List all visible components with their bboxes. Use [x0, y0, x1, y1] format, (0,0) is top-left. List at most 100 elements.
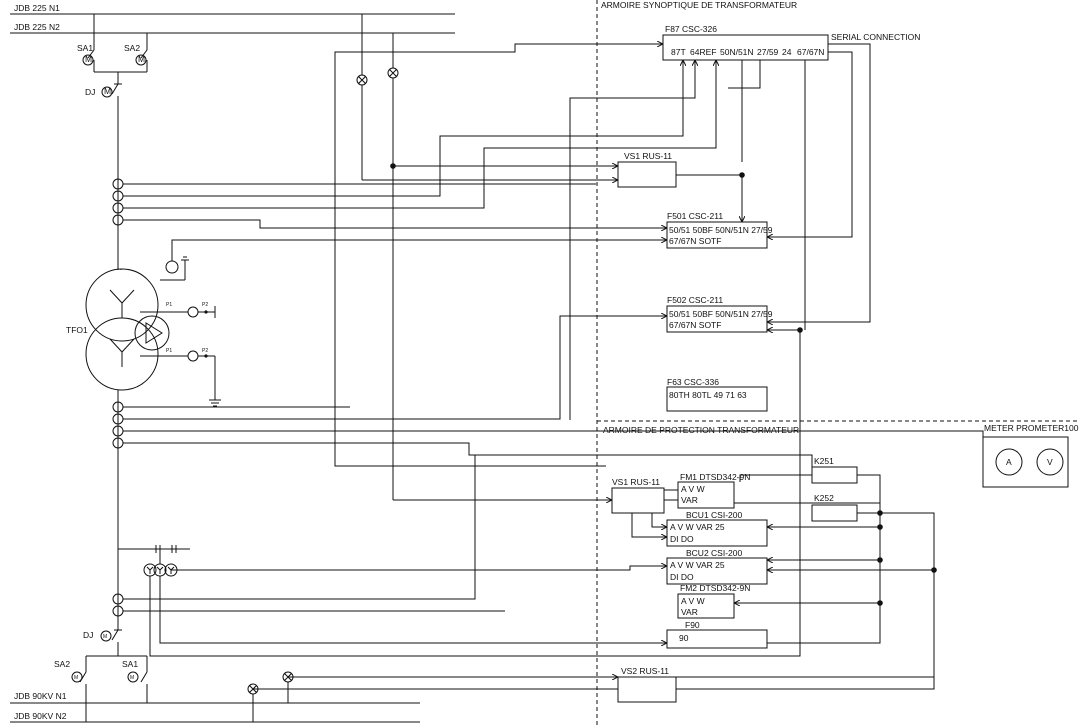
- f63-box: [666, 386, 768, 412]
- f502-line1: 50/51 50BF 50N/51N 27/59: [669, 309, 773, 319]
- bcu1-title: BCU1 CSI-200: [686, 510, 742, 520]
- lv-sa2-label: SA2: [54, 659, 70, 669]
- fm1-line2: VAR: [681, 495, 698, 505]
- f87-functions: 87T 64REF 50N/51N 27/59 24 67/67N: [671, 47, 824, 57]
- hv-sa2-motor-label: M: [138, 54, 145, 64]
- hv-sa2-label: SA2: [124, 43, 140, 53]
- bcu2-box: [666, 557, 768, 585]
- f502-line2: 67/67N SOTF: [669, 320, 721, 330]
- wye-icon: [109, 289, 135, 318]
- ct-p1-label: P1: [166, 348, 172, 354]
- hv-dj-label: DJ: [85, 87, 95, 97]
- voltmeter-icon: [1036, 448, 1064, 476]
- lv-sa1-switch: [140, 671, 148, 683]
- neutral-ct: [140, 256, 221, 407]
- f501-line2: 67/67N SOTF: [669, 236, 721, 246]
- lv-sa2-motor-icon: [71, 671, 83, 683]
- transformer-tertiary-winding: [134, 315, 170, 351]
- ct-icon: [187, 350, 199, 362]
- bcu1-line1: A V W VAR 25: [670, 522, 725, 532]
- f63-title: F63 CSC-336: [667, 377, 719, 387]
- f502-box: [666, 305, 768, 333]
- f90-line1: 90: [679, 633, 689, 643]
- hv-bay: [87, 14, 148, 270]
- busbars: [10, 13, 455, 723]
- hv-sa1-motor-icon: [82, 54, 94, 66]
- bcu1-line2: DI DO: [670, 534, 694, 544]
- voltmeter-label: V: [1047, 457, 1053, 467]
- meter-title: METER PROMETER100: [984, 423, 1079, 433]
- ct-p2-label: P2: [202, 348, 208, 354]
- f87-function: 27/59: [757, 47, 779, 57]
- hv-sa1-label: SA1: [77, 43, 93, 53]
- vs1-top-box: [617, 161, 677, 188]
- fm2-line1: A V W: [681, 596, 705, 606]
- transformer-tfo1: [85, 268, 170, 391]
- fm2-line2: VAR: [681, 607, 698, 617]
- f63-line1: 80TH 80TL 49 71 63: [669, 390, 747, 400]
- transformer-primary-winding: [85, 268, 159, 342]
- bus-225-n1-label: JDB 225 N1: [14, 3, 60, 13]
- f87-function: 87T: [671, 47, 686, 57]
- f90-box: [666, 629, 768, 649]
- lv-dj-motor-label: M: [103, 634, 107, 640]
- bus-90kv-n2-label: JDB 90KV N2: [14, 711, 67, 721]
- hv-dj-motor-label: M: [104, 86, 111, 96]
- vs1-prot-box: [611, 487, 665, 514]
- f87-title: F87 CSC-326: [665, 24, 717, 34]
- bcu2-line2: DI DO: [670, 572, 694, 582]
- ct-p1-label: P1: [166, 302, 172, 308]
- secondary-wiring: [123, 44, 984, 690]
- transformer-label: TFO1: [66, 325, 88, 335]
- lv-bus-vts: [247, 671, 618, 722]
- ct-icon: [165, 260, 179, 274]
- vs2-label: VS2 RUS-11: [621, 666, 669, 676]
- f501-title: F501 CSC-211: [667, 211, 723, 221]
- f87-function: 24: [782, 47, 792, 57]
- bcu1-box: [666, 519, 768, 547]
- lv-dj-motor-icon: [100, 630, 112, 642]
- delta-icon: [145, 322, 163, 344]
- lv-sa1-label: SA1: [122, 659, 138, 669]
- serial-connection-label: SERIAL CONNECTION: [831, 32, 920, 42]
- hv-dj-motor-icon: [101, 86, 113, 98]
- vs1-prot-label: VS1 RUS-11: [612, 477, 660, 487]
- lv-sa1-motor-icon: [127, 671, 139, 683]
- fm1-title: FM1 DTSD342-9N: [680, 472, 750, 482]
- k252-box: [811, 504, 858, 522]
- f87-function: 64REF: [690, 47, 716, 57]
- hv-bus-vts: [356, 14, 399, 500]
- lv-breaker: [111, 629, 119, 641]
- ammeter-icon: [995, 448, 1023, 476]
- hv-breaker: [111, 83, 119, 95]
- lv-motors: [71, 630, 139, 683]
- k251-box: [811, 466, 858, 484]
- lv-sa2-motor-label: M: [74, 675, 78, 681]
- wye-icon: [109, 338, 135, 367]
- ct-p2-label: P2: [202, 302, 208, 308]
- f501-line1: 50/51 50BF 50N/51N 27/59: [669, 225, 773, 235]
- bus-225-n2-label: JDB 225 N2: [14, 22, 60, 32]
- f87-function: 67/67N: [797, 47, 824, 57]
- fm2-box: [677, 593, 735, 619]
- bcu2-line1: A V W VAR 25: [670, 560, 725, 570]
- section-protection-label: ARMOIRE DE PROTECTION TRANSFORMATEUR: [603, 425, 799, 435]
- lv-voltage-transformer: [118, 545, 190, 577]
- junctions: [390, 163, 937, 606]
- k251-label: K251: [814, 456, 834, 466]
- k252-label: K252: [814, 493, 834, 503]
- fm1-line1: A V W: [681, 484, 705, 494]
- f502-title: F502 CSC-211: [667, 295, 723, 305]
- lv-dj-label: DJ: [83, 630, 93, 640]
- cabinet-dividers: [596, 0, 1080, 726]
- hv-sa1-motor-label: M: [85, 54, 92, 64]
- f90-title: F90: [685, 620, 700, 630]
- meter-box: [982, 436, 1069, 488]
- fm1-box: [677, 481, 735, 509]
- bcu2-title: BCU2 CSI-200: [686, 548, 742, 558]
- hv-motors: [82, 54, 147, 98]
- lv-bay: [79, 390, 148, 722]
- section-synoptic-label: ARMOIRE SYNOPTIQUE DE TRANSFORMATEUR: [601, 0, 797, 10]
- ct-icon: [187, 306, 199, 318]
